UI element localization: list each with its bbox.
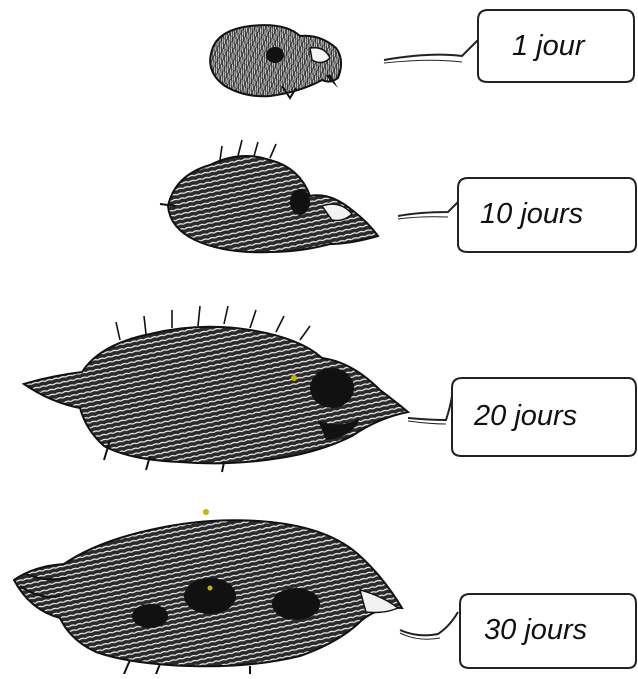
chick-30-days-illustration [14, 509, 402, 674]
pointer-line-3 [408, 396, 452, 424]
pointer-line-2 [398, 198, 462, 219]
stage-label-30-days: 30 jours [484, 616, 587, 645]
stage-label-10-days: 10 jours [480, 200, 583, 229]
pointer-line-1 [384, 40, 478, 63]
stage-label-1-day: 1 jour [512, 32, 585, 61]
stage-label-20-days: 20 jours [474, 402, 577, 431]
chick-1-day-illustration [210, 25, 341, 98]
chick-10-days-illustration [160, 140, 378, 252]
chick-20-days-illustration [24, 306, 408, 472]
pointer-line-4 [400, 612, 458, 639]
